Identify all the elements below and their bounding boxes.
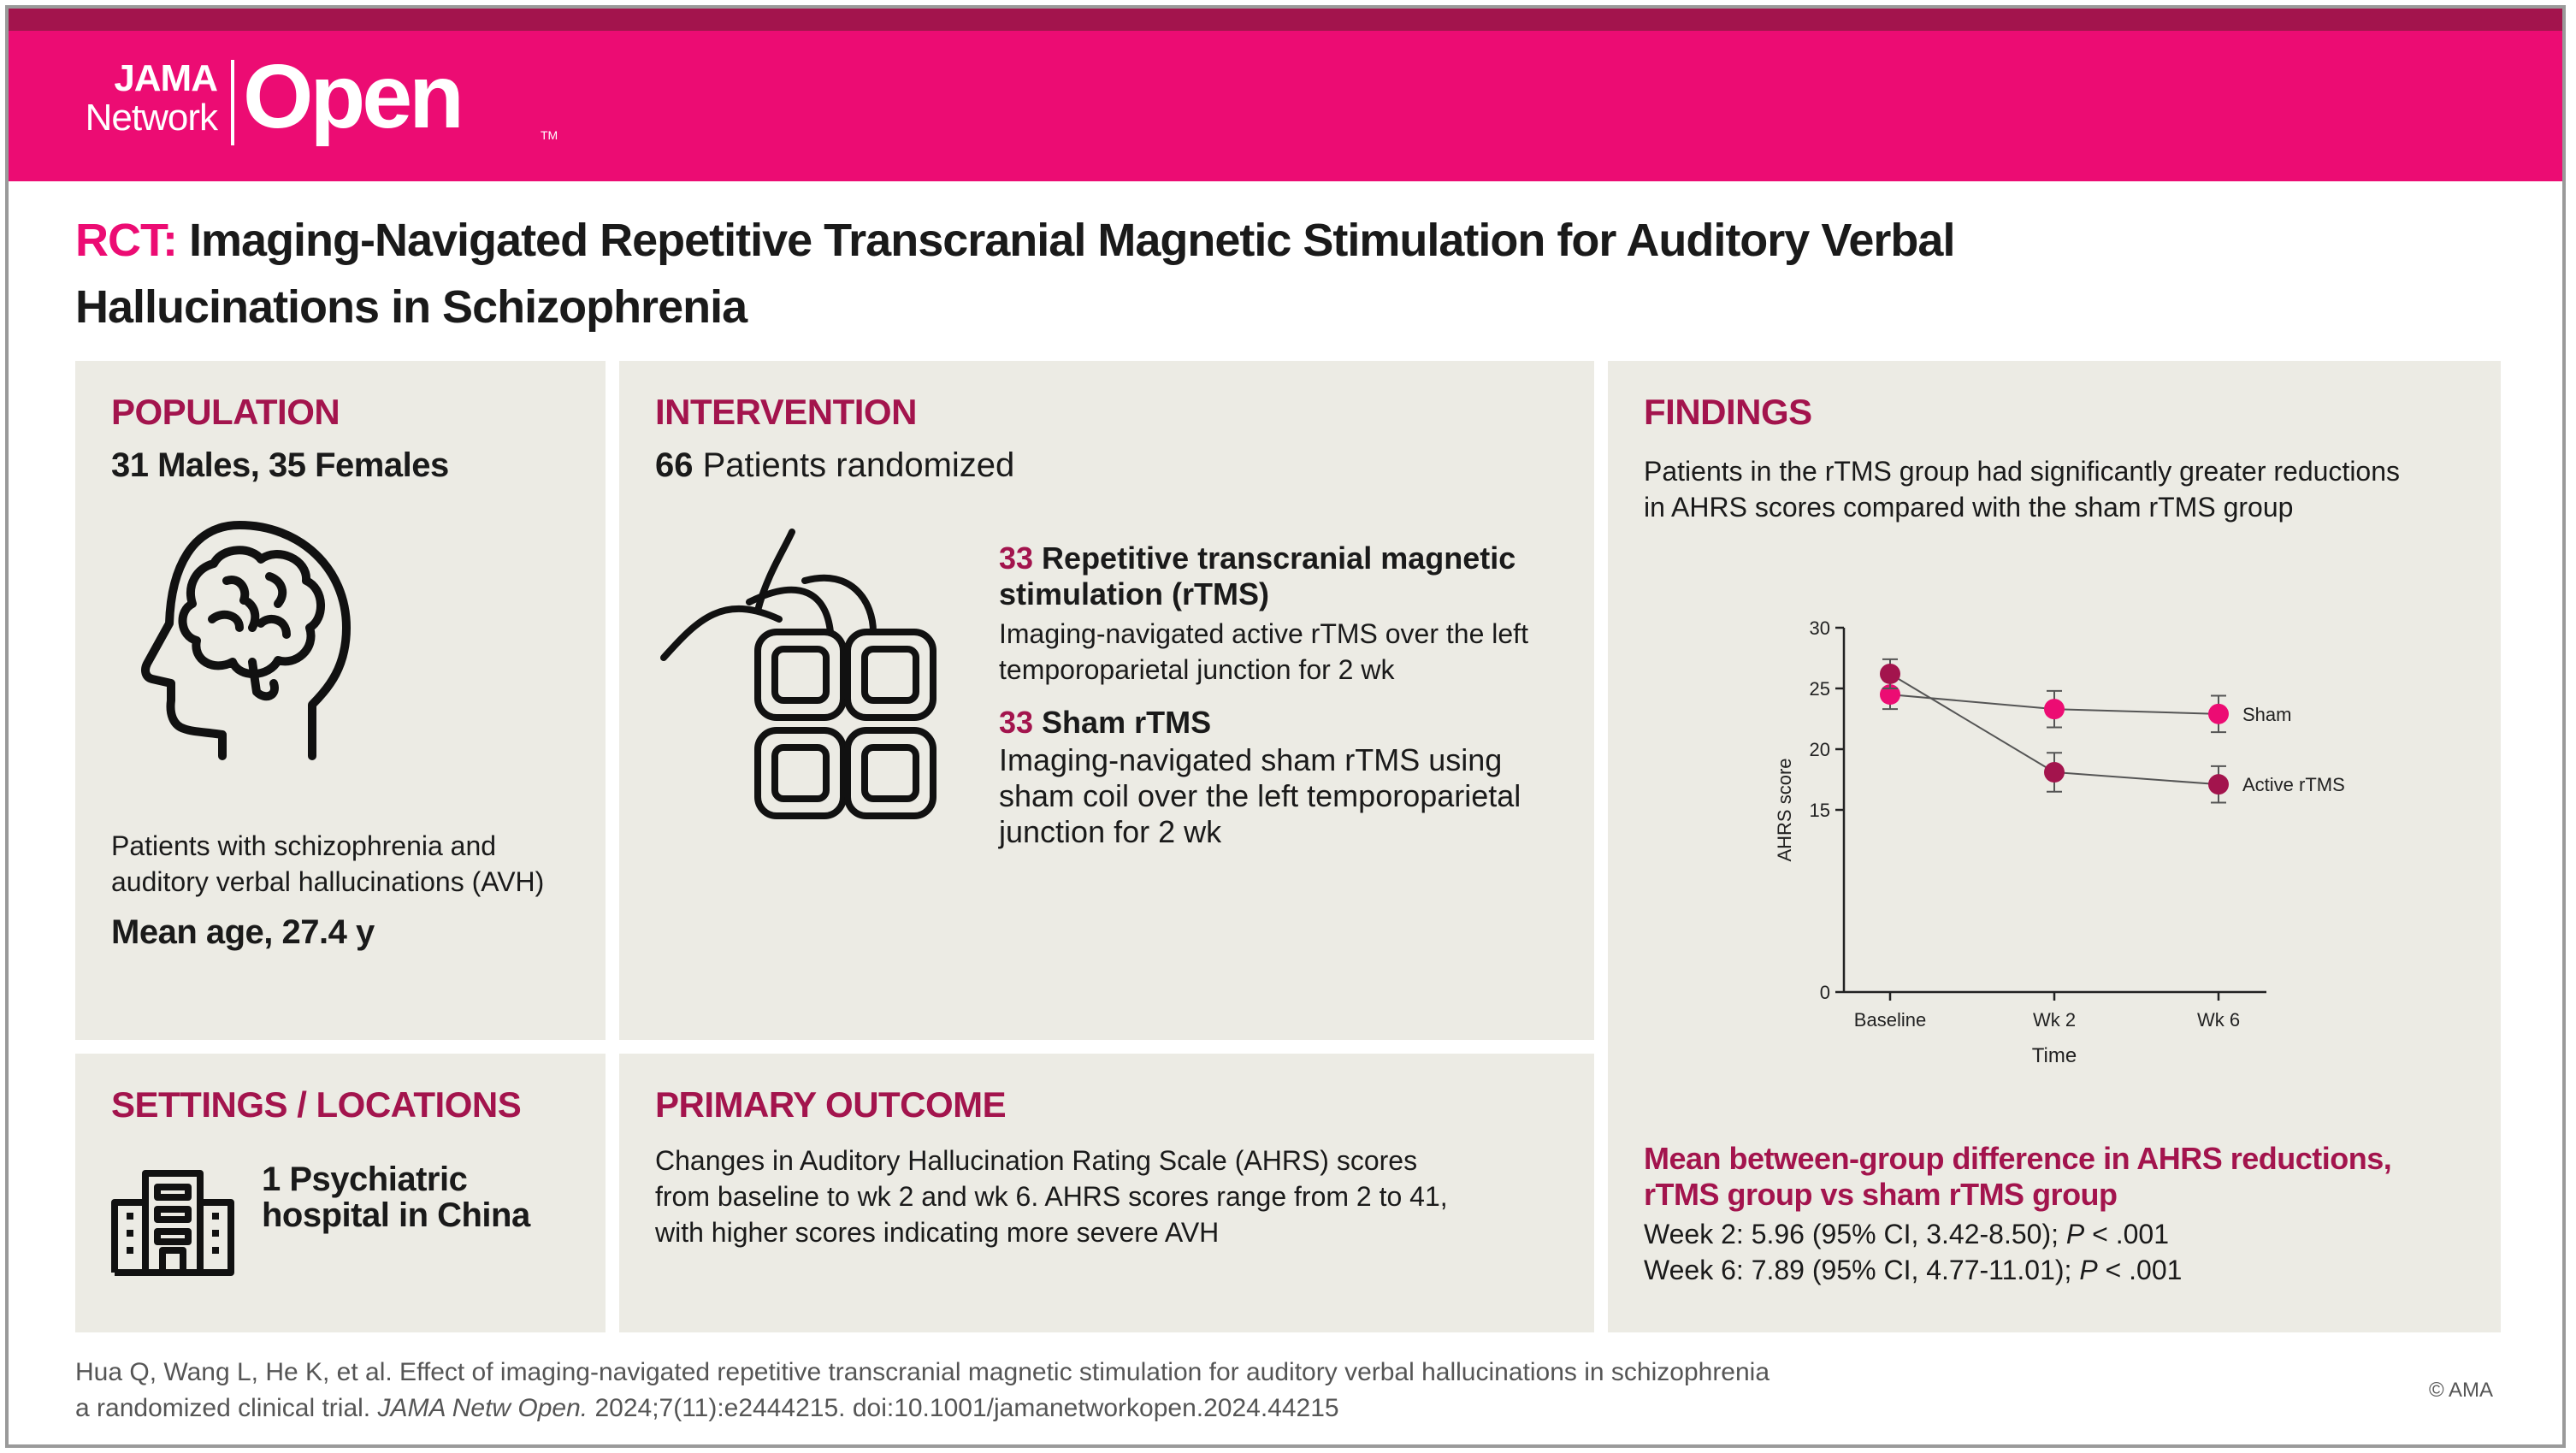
data-point [2044,699,2065,720]
header-banner [9,31,2562,181]
copyright: © AMA [2429,1379,2494,1402]
arm1-count: 33 [999,540,1034,576]
difference-heading: Mean between-group difference in AHRS re… [1644,1141,2392,1213]
week6-result: Week 6: 7.89 (95% CI, 4.77-11.01); P < .… [1644,1252,2182,1288]
series-label: Active rTMS [2242,774,2345,795]
primary-outcome-panel: PRIMARY OUTCOME Changes in Auditory Hall… [619,1054,1594,1332]
x-tick-label: Baseline [1854,1009,1926,1031]
population-mean-age: Mean age, 27.4 y [111,913,375,951]
arm2-desc-line1: Imaging-navigated sham rTMS using [999,742,1503,777]
citation-journal: JAMA Netw Open. [377,1394,588,1422]
x-axis-label: Time [2032,1044,2077,1067]
arm1-desc-line1: Imaging-navigated active rTMS over the l… [999,618,1528,649]
head-brain-icon [141,521,351,760]
y-tick-label: 15 [1810,800,1830,821]
citation-line2-b: 2024;7(11):e2444215. doi:10.1001/jamanet… [588,1394,1339,1422]
arm2-desc-line2: sham coil over the left temporoparietal [999,778,1521,813]
data-point [2208,774,2229,795]
population-heading: POPULATION [111,392,340,432]
citation: Hua Q, Wang L, He K, et al. Effect of im… [75,1355,2299,1426]
arm1-name-line2: stimulation (rTMS) [999,576,1269,611]
top-strip [9,9,2562,31]
population-desc-line2: auditory verbal hallucinations (AVH) [111,866,545,897]
week2-p-value: < .001 [2084,1219,2169,1249]
data-point [2208,703,2229,724]
arm1-name-line1: Repetitive transcranial magnetic [1033,540,1516,576]
week2-result: Week 2: 5.96 (95% CI, 3.42-8.50); P < .0… [1644,1216,2169,1252]
logo-network: Network [85,97,218,139]
page-title: RCT: Imaging-Navigated Repetitive Transc… [75,207,2213,340]
arm2-name-text: Sham rTMS [1033,705,1212,740]
difference-heading-line2: rTMS group vs sham rTMS group [1644,1177,2118,1212]
settings-panel: SETTINGS / LOCATIONS 1 Psychiatric hospi… [75,1054,606,1332]
title-prefix: RCT: [75,215,178,266]
primary-outcome-line3: with higher scores indicating more sever… [655,1217,1220,1248]
findings-summary-line1: Patients in the rTMS group had significa… [1644,456,2401,487]
randomized-text: Patients randomized [693,446,1015,484]
data-point [1880,663,1900,684]
randomized-line: 66 Patients randomized [655,446,1014,485]
findings-panel: FINDINGS Patients in the rTMS group had … [1608,361,2501,1332]
series-label: Sham [2242,704,2291,725]
randomized-count: 66 [655,446,694,484]
population-counts: 31 Males, 35 Females [111,446,449,484]
data-point [1880,684,1900,706]
hospital-building-icon [111,1170,234,1276]
arm1-desc-line2: temporoparietal junction for 2 wk [999,654,1395,685]
week2-text: Week 2: 5.96 (95% CI, 3.42-8.50); [1644,1219,2066,1249]
x-tick-label: Wk 6 [2197,1009,2240,1031]
primary-outcome-line2: from baseline to wk 2 and wk 6. AHRS sco… [655,1181,1448,1212]
week6-text: Week 6: 7.89 (95% CI, 4.77-11.01); [1644,1255,2080,1285]
arm2-name: 33 Sham rTMS [999,705,1211,741]
arm2-count: 33 [999,705,1034,740]
settings-line2: hospital in China [262,1196,530,1234]
x-tick-label: Wk 2 [2033,1009,2076,1031]
intervention-heading: INTERVENTION [655,392,917,432]
settings-heading: SETTINGS / LOCATIONS [111,1084,522,1125]
week6-p-value: < .001 [2097,1255,2183,1285]
citation-line1: Hua Q, Wang L, He K, et al. Effect of im… [75,1358,1770,1386]
logo-trademark: TM [541,128,558,142]
findings-summary-line2: in AHRS scores compared with the sham rT… [1644,492,2294,523]
logo-jama: JAMA [114,57,218,99]
y-tick-label: 20 [1810,739,1830,760]
primary-outcome-line1: Changes in Auditory Hallucination Rating… [655,1145,1418,1176]
logo-separator [231,60,234,145]
arm2-desc-line3: junction for 2 wk [999,814,1222,849]
y-tick-label: 0 [1820,982,1830,1003]
logo-open: Open [243,46,464,147]
y-tick-label: 30 [1810,617,1830,639]
week2-p-label: P [2065,1219,2085,1249]
population-panel: POPULATION 31 Males, 35 Females Patients… [75,361,606,1040]
week6-p-label: P [2079,1255,2098,1285]
primary-outcome-heading: PRIMARY OUTCOME [655,1084,1007,1125]
coil-grid-icon [660,529,936,819]
settings-line1: 1 Psychiatric [262,1161,468,1198]
arm1-name: 33 Repetitive transcranial magnetic stim… [999,540,1515,612]
title-line2: Hallucinations in Schizophrenia [75,281,747,333]
y-axis-label: AHRS score [1774,758,1795,861]
difference-heading-line1: Mean between-group difference in AHRS re… [1644,1141,2392,1176]
settings-text: 1 Psychiatric hospital in China [262,1161,530,1233]
y-tick-label: 25 [1810,678,1830,700]
data-point [2044,761,2065,783]
intervention-panel: INTERVENTION 66 Patients randomized 33 R… [619,361,1594,1040]
population-desc-line1: Patients with schizophrenia and [111,830,497,861]
findings-heading: FINDINGS [1644,392,1812,432]
citation-line2-a: a randomized clinical trial. [75,1394,378,1422]
title-line1: Imaging-Navigated Repetitive Transcrania… [189,215,1955,266]
